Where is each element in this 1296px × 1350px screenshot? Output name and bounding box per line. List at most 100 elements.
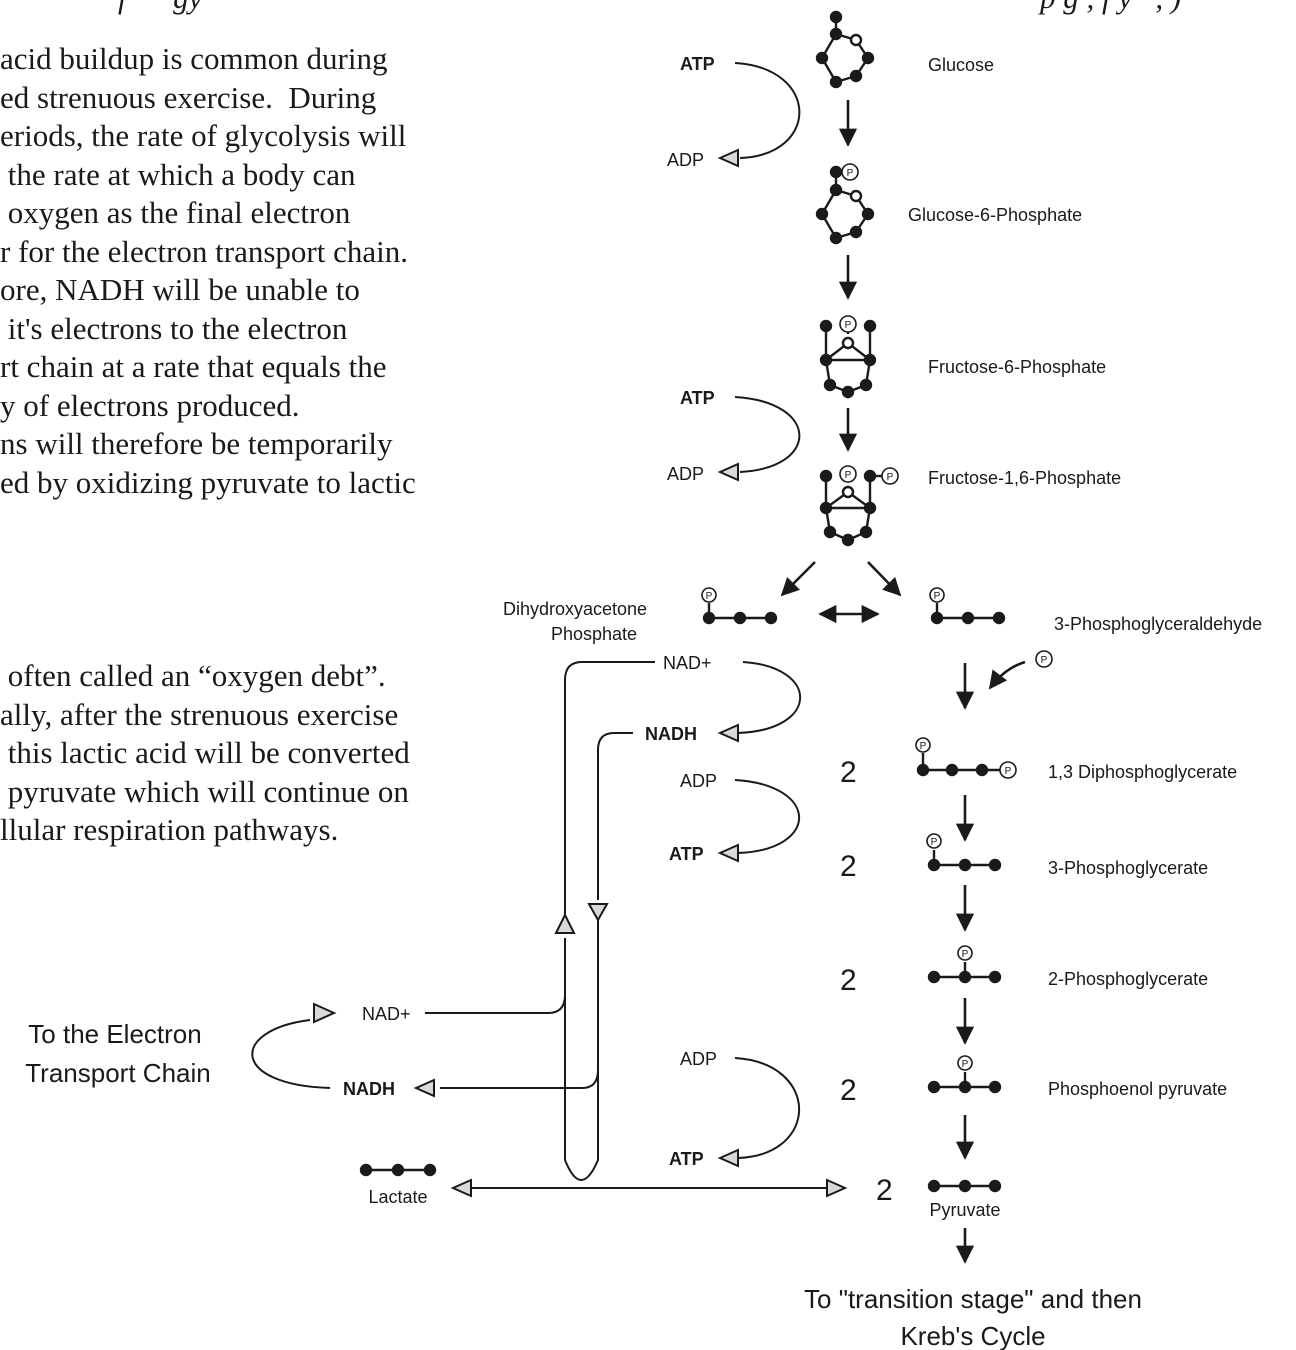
label-atp: ATP [680, 388, 715, 408]
phosphate-groups: P P P P P P P P P P P P [701, 163, 1053, 1071]
header-right: p g , f y , ) [1040, 0, 1181, 16]
etc-label-line1: To the Electron [28, 1019, 201, 1049]
paragraph-line: this lactic acid will be converted [0, 735, 410, 770]
paragraph-line: ed by oxidizing pyruvate to lactic [0, 464, 416, 500]
label-dhap-line1: Dihydroxyacetone [503, 599, 647, 619]
glucose-6-phosphate-structure [815, 165, 875, 245]
label-nad: NAD+ [663, 653, 712, 673]
svg-text:P: P [1041, 655, 1048, 666]
svg-text:P: P [920, 741, 927, 752]
outcome-labels: To the Electron Transport Chain To "tran… [25, 1019, 1142, 1350]
pathway-arrows [780, 100, 1026, 1264]
phosphate-icon: P [999, 761, 1017, 779]
loop-adp-atp-1 [734, 779, 801, 854]
label-adp: ADP [667, 464, 704, 484]
svg-text:P: P [934, 591, 941, 602]
etc-label-line2: Transport Chain [25, 1058, 210, 1088]
g3p-structure [930, 603, 1006, 625]
cofactor-loops [251, 62, 830, 1189]
pep-structure [927, 1072, 1002, 1094]
cofactor-labels: ATP ADP ATP ADP NAD+ NADH ADP ATP ADP AT… [343, 54, 717, 1169]
nad-head-etc [313, 1002, 337, 1024]
adp-head-1 [717, 148, 739, 168]
arrow-split-left [780, 561, 816, 597]
paragraph-line: acid buildup is common during [0, 41, 388, 76]
lactate-structure [359, 1163, 437, 1177]
loop-atp-adp-1 [734, 62, 801, 159]
molecules [359, 10, 1006, 1193]
phosphate-icon: P [701, 587, 717, 603]
bpg-structure [916, 753, 1000, 777]
label-fructose-1-6-phosphate: Fructose-1,6-Phosphate [928, 468, 1121, 488]
label-atp: ATP [680, 54, 715, 74]
paragraph-line: the rate at which a body can [0, 156, 356, 192]
svg-text:P: P [847, 168, 854, 179]
arrow-split-right [867, 561, 902, 597]
label-atp: ATP [669, 1149, 704, 1169]
nadh-head-etc [413, 1078, 435, 1098]
atp-head-1 [717, 843, 739, 863]
phosphate-icon: P [881, 467, 899, 485]
label-3-phosphoglycerate: 3-Phosphoglycerate [1048, 858, 1208, 878]
label-nadh: NADH [343, 1079, 395, 1099]
lactate-loop [564, 920, 599, 1181]
svg-text:P: P [1005, 766, 1012, 777]
phosphate-icon: P [957, 945, 973, 961]
paragraph-line: often called an “oxygen debt”. [0, 658, 386, 693]
label-pyruvate: Pyruvate [929, 1200, 1000, 1220]
3pg-structure [927, 850, 1002, 872]
paragraph-line: r for the electron transport chain. [0, 233, 408, 269]
svg-text:P: P [706, 591, 713, 602]
svg-text:P: P [931, 837, 938, 848]
compound-labels: Glucose Glucose-6-Phosphate Fructose-6-P… [368, 55, 1262, 1220]
loop-adp-atp-2 [734, 1057, 800, 1159]
lactate-head [450, 1178, 472, 1198]
nad-to-etc [425, 938, 566, 1014]
paragraph-line: oxygen as the final electron [0, 195, 351, 230]
label-glucose: Glucose [928, 55, 994, 75]
multiplier-2: 2 [840, 964, 857, 997]
phosphate-icon: P [957, 1055, 973, 1071]
atp-head-2 [717, 1148, 739, 1168]
up-head [554, 912, 576, 934]
paragraph-line: ore, NADH will be unable to [0, 272, 360, 307]
loop-nad-nadh [737, 661, 801, 734]
phosphate-icon: P [915, 737, 931, 753]
label-2-phosphoglycerate: 2-Phosphoglycerate [1048, 969, 1208, 989]
paragraph-line: ns will therefore be temporarily [0, 426, 393, 461]
multiplier-2: 2 [876, 1174, 893, 1207]
label-1-3-diphosphoglycerate: 1,3 Diphosphoglycerate [1048, 762, 1237, 782]
phosphate-icon: P [841, 163, 859, 181]
krebs-label-line2: Kreb's Cycle [900, 1321, 1045, 1350]
loop-atp-adp-2 [734, 396, 801, 473]
label-3-phosphoglyceraldehyde: 3-Phosphoglyceraldehyde [1054, 614, 1262, 634]
paragraph-line: y of electrons produced. [0, 387, 300, 423]
dhap-structure [702, 603, 778, 625]
nad-line-up [564, 661, 655, 915]
multiplier-2: 2 [840, 1074, 857, 1107]
fructose-6-phosphate-structure [819, 319, 877, 399]
label-nad: NAD+ [362, 1004, 411, 1024]
label-fructose-6-phosphate: Fructose-6-Phosphate [928, 357, 1106, 377]
svg-text:P: P [962, 949, 969, 960]
header-left: f gy [118, 0, 202, 16]
paragraph-line: llular respiration pathways. [0, 812, 339, 847]
phosphate-icon: P [1035, 650, 1053, 668]
multipliers: 2 2 2 2 2 [840, 756, 893, 1207]
svg-text:P: P [887, 472, 894, 483]
label-nadh: NADH [645, 724, 697, 744]
paragraph-line: ed strenuous exercise. During [0, 79, 377, 115]
glucose-structure [815, 10, 875, 89]
multiplier-2: 2 [840, 850, 857, 883]
label-adp: ADP [680, 771, 717, 791]
label-adp: ADP [680, 1049, 717, 1069]
krebs-label-line1: To "transition stage" and then [804, 1284, 1142, 1314]
multiplier-2: 2 [840, 756, 857, 789]
explanatory-paragraph-2: often called an “oxygen debt”.ally, afte… [0, 657, 410, 850]
phosphate-icon: P [926, 833, 942, 849]
label-lactate: Lactate [368, 1187, 427, 1207]
down-head [587, 903, 609, 923]
label-atp: ATP [669, 844, 704, 864]
